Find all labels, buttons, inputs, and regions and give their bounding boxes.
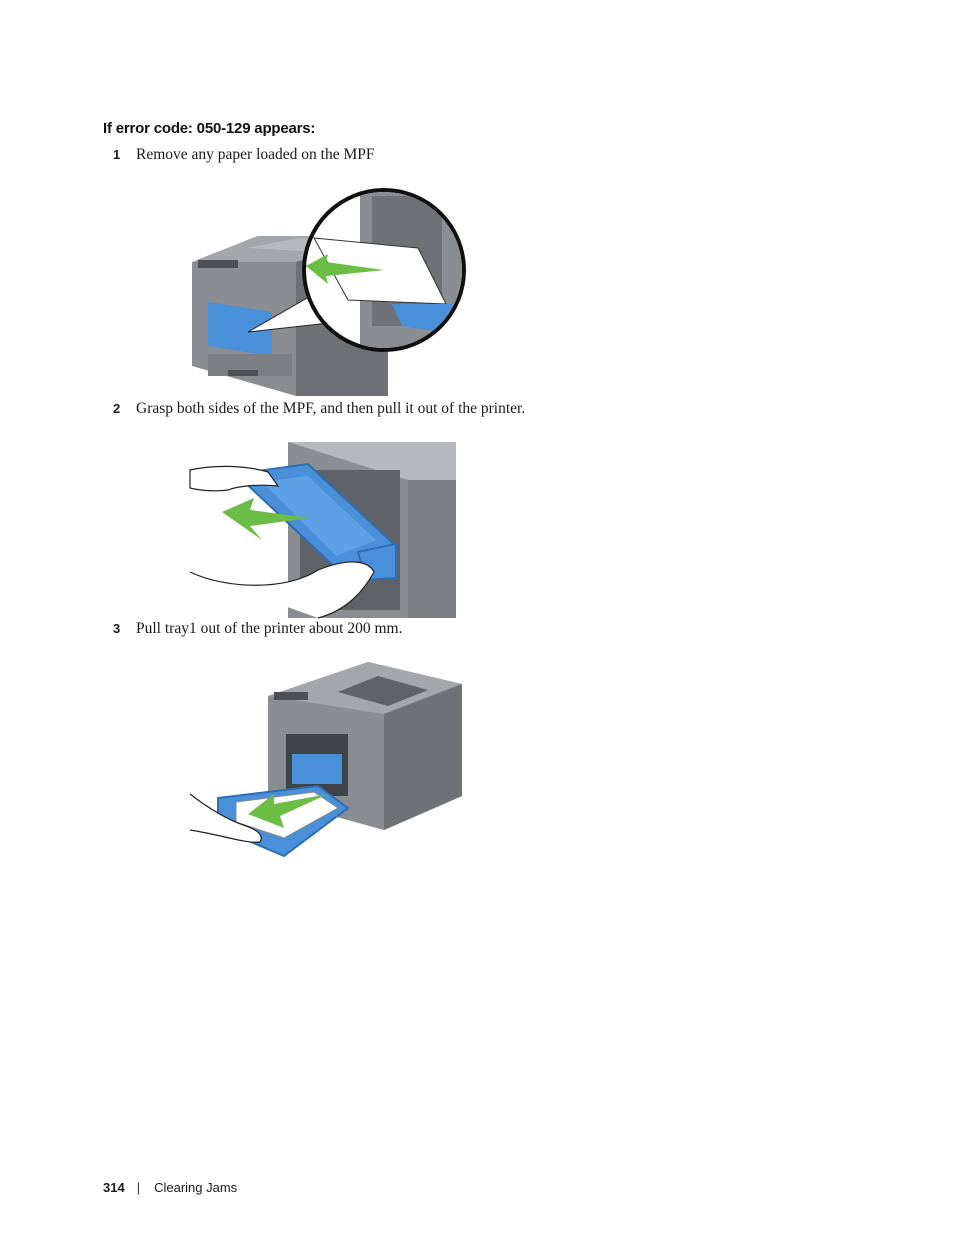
- step-2-number: 2: [113, 401, 121, 416]
- step-1: 1 Remove any paper loaded on the MPF: [113, 146, 374, 164]
- figure-pull-mpf: [189, 442, 456, 619]
- pull-arrow-icon: [306, 254, 384, 284]
- step-3-text: Pull tray1 out of the printer about 200 …: [136, 620, 403, 637]
- mpf-cover: [208, 302, 272, 356]
- pull-arrow-icon: [248, 794, 328, 828]
- page-footer: 314 | Clearing Jams: [103, 1180, 237, 1195]
- figure-pull-tray1: [189, 662, 462, 858]
- control-panel: [274, 692, 308, 700]
- footer-separator: |: [136, 1180, 141, 1195]
- pull-arrow-icon: [222, 498, 310, 540]
- step-3: 3 Pull tray1 out of the printer about 200…: [113, 620, 402, 638]
- control-panel: [198, 260, 238, 268]
- inner-mpf: [292, 754, 342, 784]
- printer-side: [408, 480, 456, 618]
- step-3-number: 3: [113, 621, 121, 636]
- step-1-text: Remove any paper loaded on the MPF: [136, 146, 375, 163]
- tray-handle: [228, 370, 258, 376]
- step-2: 2 Grasp both sides of the MPF, and then p…: [113, 400, 525, 418]
- step-2-text: Grasp both sides of the MPF, and then pu…: [136, 400, 526, 417]
- tray-paper: [235, 791, 339, 839]
- output-tray: [338, 676, 428, 706]
- right-hand: [189, 561, 375, 619]
- left-hand: [189, 465, 280, 492]
- step-1-number: 1: [113, 147, 121, 162]
- printer-side: [384, 684, 462, 830]
- hand: [189, 793, 262, 843]
- footer-section: Clearing Jams: [154, 1180, 238, 1195]
- printer-top: [288, 442, 456, 480]
- section-heading: If error code: 050-129 appears:: [103, 120, 316, 137]
- figure-remove-paper-mpf: [192, 188, 466, 396]
- mpf-tray-inner: [262, 476, 376, 556]
- page-number: 314: [103, 1180, 125, 1195]
